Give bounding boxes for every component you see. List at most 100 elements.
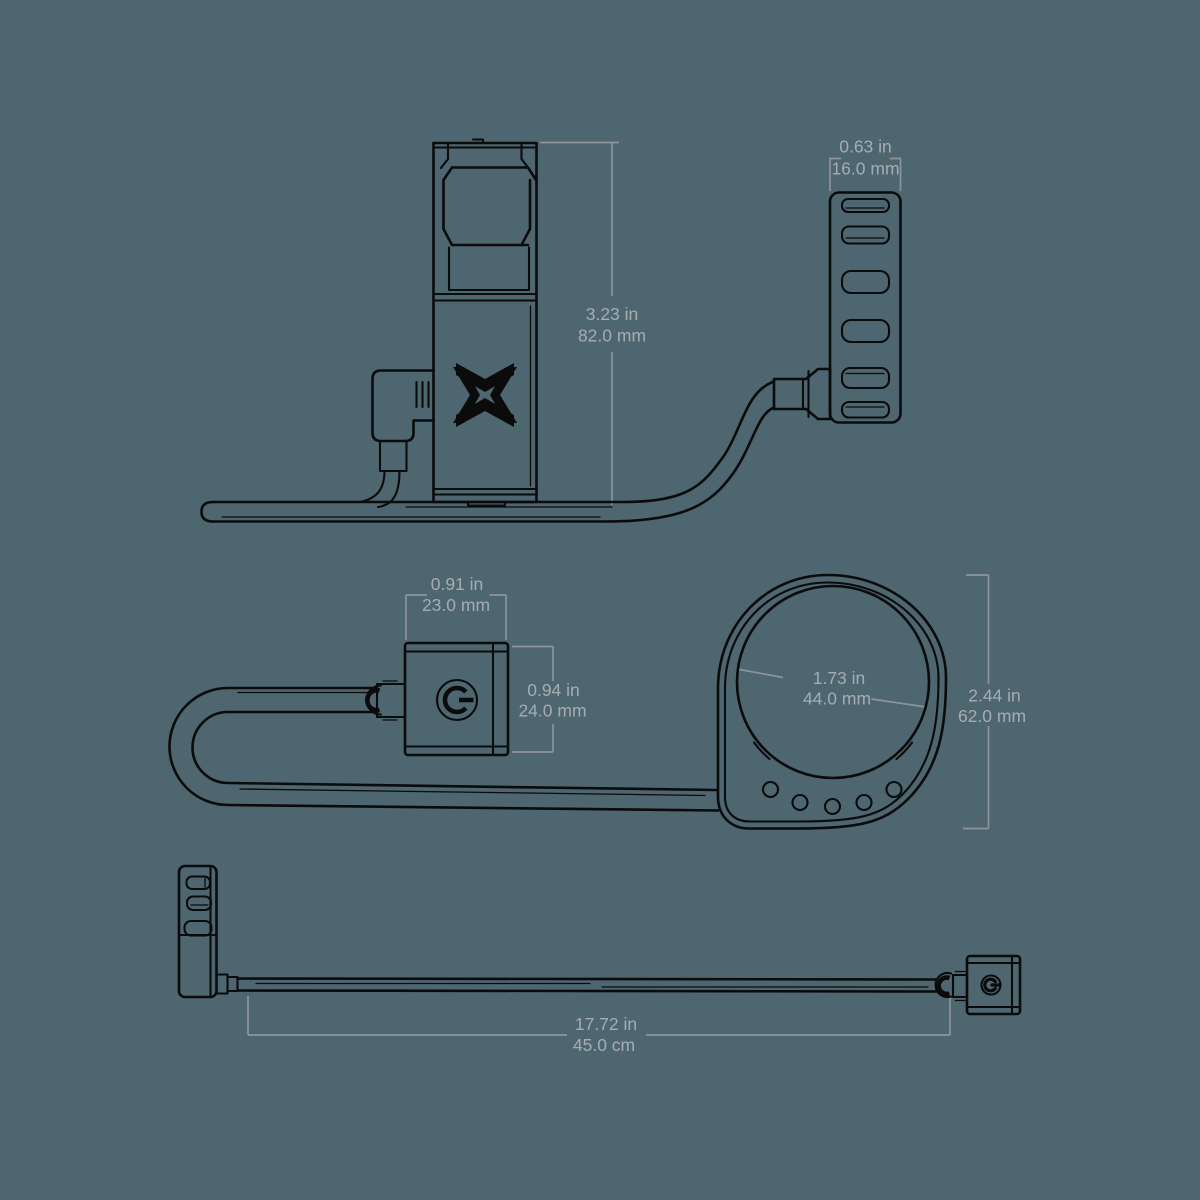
dimension-label-charger-depth-mm: 24.0 mm bbox=[518, 701, 586, 721]
logo-left-chevron bbox=[453, 367, 480, 423]
cable-tip-core bbox=[364, 687, 381, 713]
vaporizer-device bbox=[432, 138, 538, 507]
dial-front-body bbox=[177, 864, 218, 999]
dial-slot bbox=[840, 225, 891, 245]
dimension-ring-inner-diameter: 1.73 in 44.0 mm bbox=[736, 668, 927, 709]
ring-hole bbox=[791, 793, 809, 812]
cable-view: 17.72 in 45.0 cm bbox=[177, 864, 1022, 1055]
power-icon-small bbox=[980, 974, 1002, 996]
charging-cable-side bbox=[200, 380, 776, 523]
dial-slot bbox=[840, 269, 891, 295]
dim-bracket-lines bbox=[829, 157, 902, 191]
dial-front-slot bbox=[183, 919, 213, 937]
mounting-ring bbox=[716, 573, 948, 830]
connector-body bbox=[371, 369, 435, 443]
charger-plug-end bbox=[934, 954, 1022, 1016]
dimension-label-ring-outer-in: 2.44 in bbox=[968, 686, 1021, 706]
dimension-label-charger-width-in: 0.91 in bbox=[431, 574, 484, 594]
side-view: 3.23 in 82.0 mm 0.63 in 16.0 mm bbox=[200, 137, 902, 523]
dim-lines bbox=[247, 994, 951, 1036]
dimension-label-ring-outer-mm: 62.0 mm bbox=[958, 706, 1026, 726]
dial-front-slot bbox=[185, 895, 213, 912]
dimension-dial-width: 0.63 in 16.0 mm bbox=[829, 137, 902, 191]
cable-bottom-edge bbox=[211, 406, 776, 523]
loop-outer-edge bbox=[168, 686, 720, 812]
charger-inner-lines bbox=[403, 641, 510, 757]
cable-loop bbox=[168, 686, 720, 812]
cable-tip-core bbox=[936, 975, 951, 997]
dimension-label-charger-depth-in: 0.94 in bbox=[527, 680, 580, 700]
power-icon bbox=[435, 678, 479, 722]
brand-x-logo-icon bbox=[453, 363, 517, 427]
dimension-label-height-mm: 82.0 mm bbox=[578, 326, 646, 346]
dial-slot bbox=[840, 366, 891, 390]
power-icon-arc bbox=[983, 977, 997, 993]
ring-hole bbox=[855, 793, 873, 812]
ring-tab-notches bbox=[752, 741, 914, 761]
ring-outer-outline bbox=[716, 573, 948, 830]
ring-holes bbox=[761, 780, 903, 816]
dimension-label-ring-inner-mm: 44.0 mm bbox=[803, 689, 871, 709]
dim-lines bbox=[512, 645, 554, 753]
connector-plug bbox=[378, 439, 408, 473]
power-icon-ring bbox=[435, 678, 479, 722]
straight-cable-highlights bbox=[255, 982, 929, 988]
connector-vent-lines-icon bbox=[415, 380, 430, 409]
dimension-charger-depth: 0.94 in 24.0 mm bbox=[512, 645, 587, 753]
device-bottom-seams bbox=[432, 487, 538, 496]
dial-front-slot bbox=[185, 875, 212, 891]
loop-highlight-lines bbox=[237, 691, 706, 797]
device-tank-barrel bbox=[442, 166, 538, 247]
device-seam-lines bbox=[432, 292, 538, 302]
dimension-charger-width: 0.91 in 23.0 mm bbox=[405, 574, 507, 640]
straight-cable-edges bbox=[236, 977, 938, 993]
dimension-label-cable-length-cm: 45.0 cm bbox=[573, 1035, 635, 1055]
cable-top-edge bbox=[211, 380, 776, 504]
device-outline bbox=[432, 141, 538, 504]
dial-connector bbox=[772, 367, 832, 421]
ring-hole bbox=[885, 780, 903, 799]
dimension-device-height: 3.23 in 82.0 mm bbox=[540, 141, 646, 505]
device-mid-section bbox=[447, 246, 531, 292]
device-shoulder-lines bbox=[439, 141, 530, 170]
dimension-label-cable-length-in: 17.72 in bbox=[575, 1014, 637, 1034]
ribbed-dial-front bbox=[177, 864, 239, 999]
ring-hole bbox=[761, 780, 780, 799]
dial-slot bbox=[840, 197, 891, 214]
charger-box bbox=[364, 641, 510, 757]
dimension-label-height-in: 3.23 in bbox=[586, 304, 639, 324]
plug-socket bbox=[951, 973, 969, 999]
cable-end-cap bbox=[200, 500, 215, 523]
dial-connector-lines bbox=[801, 369, 810, 419]
dimension-ring-outer-height: 2.44 in 62.0 mm bbox=[958, 574, 1026, 830]
socket-tick-marks bbox=[382, 680, 398, 721]
dial-slot bbox=[840, 400, 891, 419]
dimension-label-dial-in: 0.63 in bbox=[839, 137, 892, 157]
device-top-notch bbox=[471, 138, 485, 145]
dim-lines bbox=[405, 594, 507, 640]
usb-connector bbox=[358, 369, 435, 509]
logo-right-chevron bbox=[490, 367, 517, 423]
straight-cable bbox=[236, 977, 938, 993]
ring-inner-wall bbox=[723, 581, 940, 823]
charger-outline-small bbox=[965, 954, 1022, 1016]
dial-body bbox=[828, 191, 902, 424]
dimension-label-charger-width-mm: 23.0 mm bbox=[422, 595, 490, 615]
dim-lines bbox=[963, 574, 990, 830]
ribbed-dial-side bbox=[772, 191, 902, 424]
dimension-label-dial-mm: 16.0 mm bbox=[831, 159, 899, 179]
ring-opening bbox=[735, 584, 931, 780]
top-view: 0.91 in 23.0 mm 0.94 in 24.0 mm 1.73 in … bbox=[168, 573, 1026, 830]
ring-hole bbox=[823, 797, 842, 816]
cable-highlight-lines bbox=[221, 506, 613, 518]
dial-slot bbox=[840, 318, 891, 344]
charger-cable-socket bbox=[375, 682, 407, 719]
loop-inner-edge bbox=[191, 710, 718, 792]
dimension-label-ring-inner-in: 1.73 in bbox=[813, 668, 866, 688]
dim-leader-lines bbox=[736, 668, 927, 708]
charger-small-inner-lines bbox=[965, 954, 1022, 1016]
plug-tick-marks bbox=[954, 970, 966, 1002]
dimension-cable-length: 17.72 in 45.0 cm bbox=[247, 994, 951, 1055]
cable-tip-outline bbox=[934, 971, 953, 999]
